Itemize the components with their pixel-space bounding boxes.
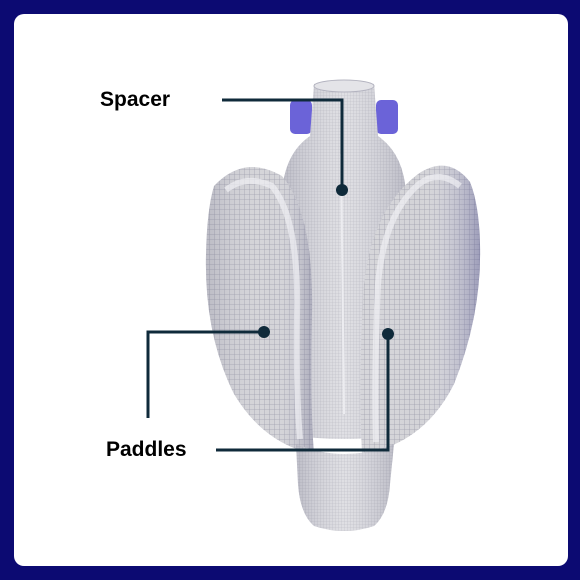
paddles-label: Paddles: [106, 438, 187, 462]
device-illustration: [14, 14, 568, 566]
paddles-leader-left-dot: [258, 326, 270, 338]
spacer-leader-dot: [336, 184, 348, 196]
spacer-label: Spacer: [100, 88, 170, 112]
right-collar-tab: [376, 100, 398, 134]
paddles-leader-right-dot: [382, 328, 394, 340]
left-collar-tab: [290, 100, 312, 134]
diagram-card: Spacer Paddles: [14, 14, 568, 566]
